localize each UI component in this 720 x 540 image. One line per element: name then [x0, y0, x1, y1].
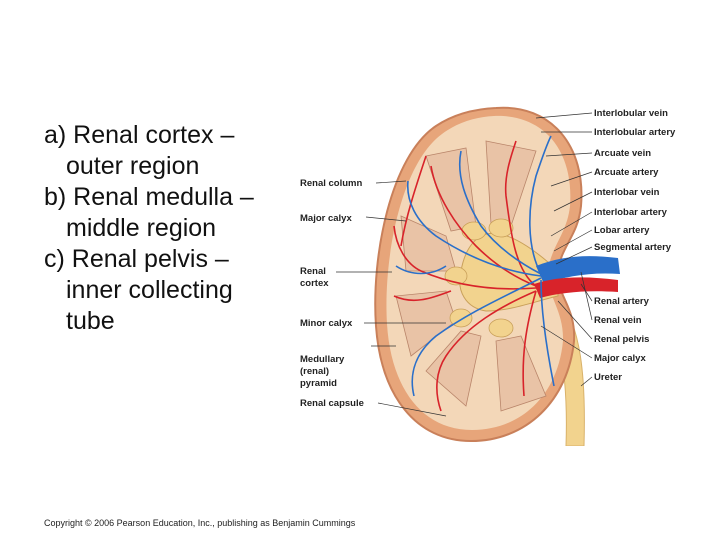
- arteries: [393, 140, 537, 412]
- label-major-calyx-right: Major calyx: [594, 353, 646, 364]
- kidney-illustration: Renal column Major calyx Renal cortex Mi…: [300, 106, 676, 446]
- minor-calyx-shape: [488, 218, 514, 238]
- label-renal-column: Renal column: [300, 178, 362, 189]
- copyright-notice: Copyright © 2006 Pearson Education, Inc.…: [44, 518, 356, 528]
- bullet-line: a) Renal cortex –: [44, 121, 235, 149]
- bullet-line: b) Renal medulla –: [44, 183, 254, 211]
- bullet-line: c) Renal pelvis –: [44, 245, 229, 273]
- label-renal-cortex: Renal: [300, 266, 326, 277]
- label-segmental-artery: Segmental artery: [594, 242, 672, 253]
- label-medullary-pyramid: (renal): [300, 366, 329, 377]
- bullet-renal-pelvis: c) Renal pelvis – inner collecting tube: [44, 244, 294, 337]
- kidney-diagram: Renal column Major calyx Renal cortex Mi…: [296, 96, 720, 446]
- bullet-list: a) Renal cortex – outer region b) Renal …: [44, 120, 294, 337]
- label-lobar-artery: Lobar artery: [594, 225, 650, 236]
- renal-vein-shape: [536, 256, 620, 284]
- bullet-line: tube: [66, 307, 115, 335]
- leader-lines: [336, 112, 593, 417]
- minor-calyx-shape: [461, 221, 487, 241]
- label-medullary-pyramid: pyramid: [300, 378, 337, 389]
- bullet-renal-medulla: b) Renal medulla – middle region: [44, 182, 294, 244]
- pyramid-shape: [425, 330, 482, 407]
- veins: [395, 135, 555, 397]
- label-renal-capsule: Renal capsule: [300, 398, 364, 409]
- bullet-line: inner collecting: [66, 276, 233, 304]
- label-renal-artery: Renal artery: [594, 296, 650, 307]
- label-ureter: Ureter: [594, 372, 622, 383]
- label-renal-cortex: cortex: [300, 278, 329, 289]
- label-arcuate-vein: Arcuate vein: [594, 148, 651, 159]
- label-arcuate-artery: Arcuate artery: [594, 167, 659, 178]
- label-renal-pelvis: Renal pelvis: [594, 334, 649, 345]
- bullet-line: middle region: [66, 214, 217, 242]
- bullet-line: outer region: [66, 152, 200, 180]
- label-major-calyx-left: Major calyx: [300, 213, 352, 224]
- label-renal-vein: Renal vein: [594, 315, 642, 326]
- label-interlobar-vein: Interlobar vein: [594, 187, 660, 198]
- label-interlobular-vein: Interlobular vein: [594, 108, 668, 119]
- label-interlobar-artery: Interlobar artery: [594, 207, 668, 218]
- renal-artery-shape: [534, 277, 618, 298]
- label-minor-calyx: Minor calyx: [300, 318, 353, 329]
- minor-calyx-shape: [488, 318, 514, 338]
- pyramid-shape: [495, 335, 547, 412]
- label-interlobular-artery: Interlobular artery: [594, 127, 676, 138]
- label-medullary-pyramid: Medullary: [300, 354, 345, 365]
- bullet-renal-cortex: a) Renal cortex – outer region: [44, 120, 294, 182]
